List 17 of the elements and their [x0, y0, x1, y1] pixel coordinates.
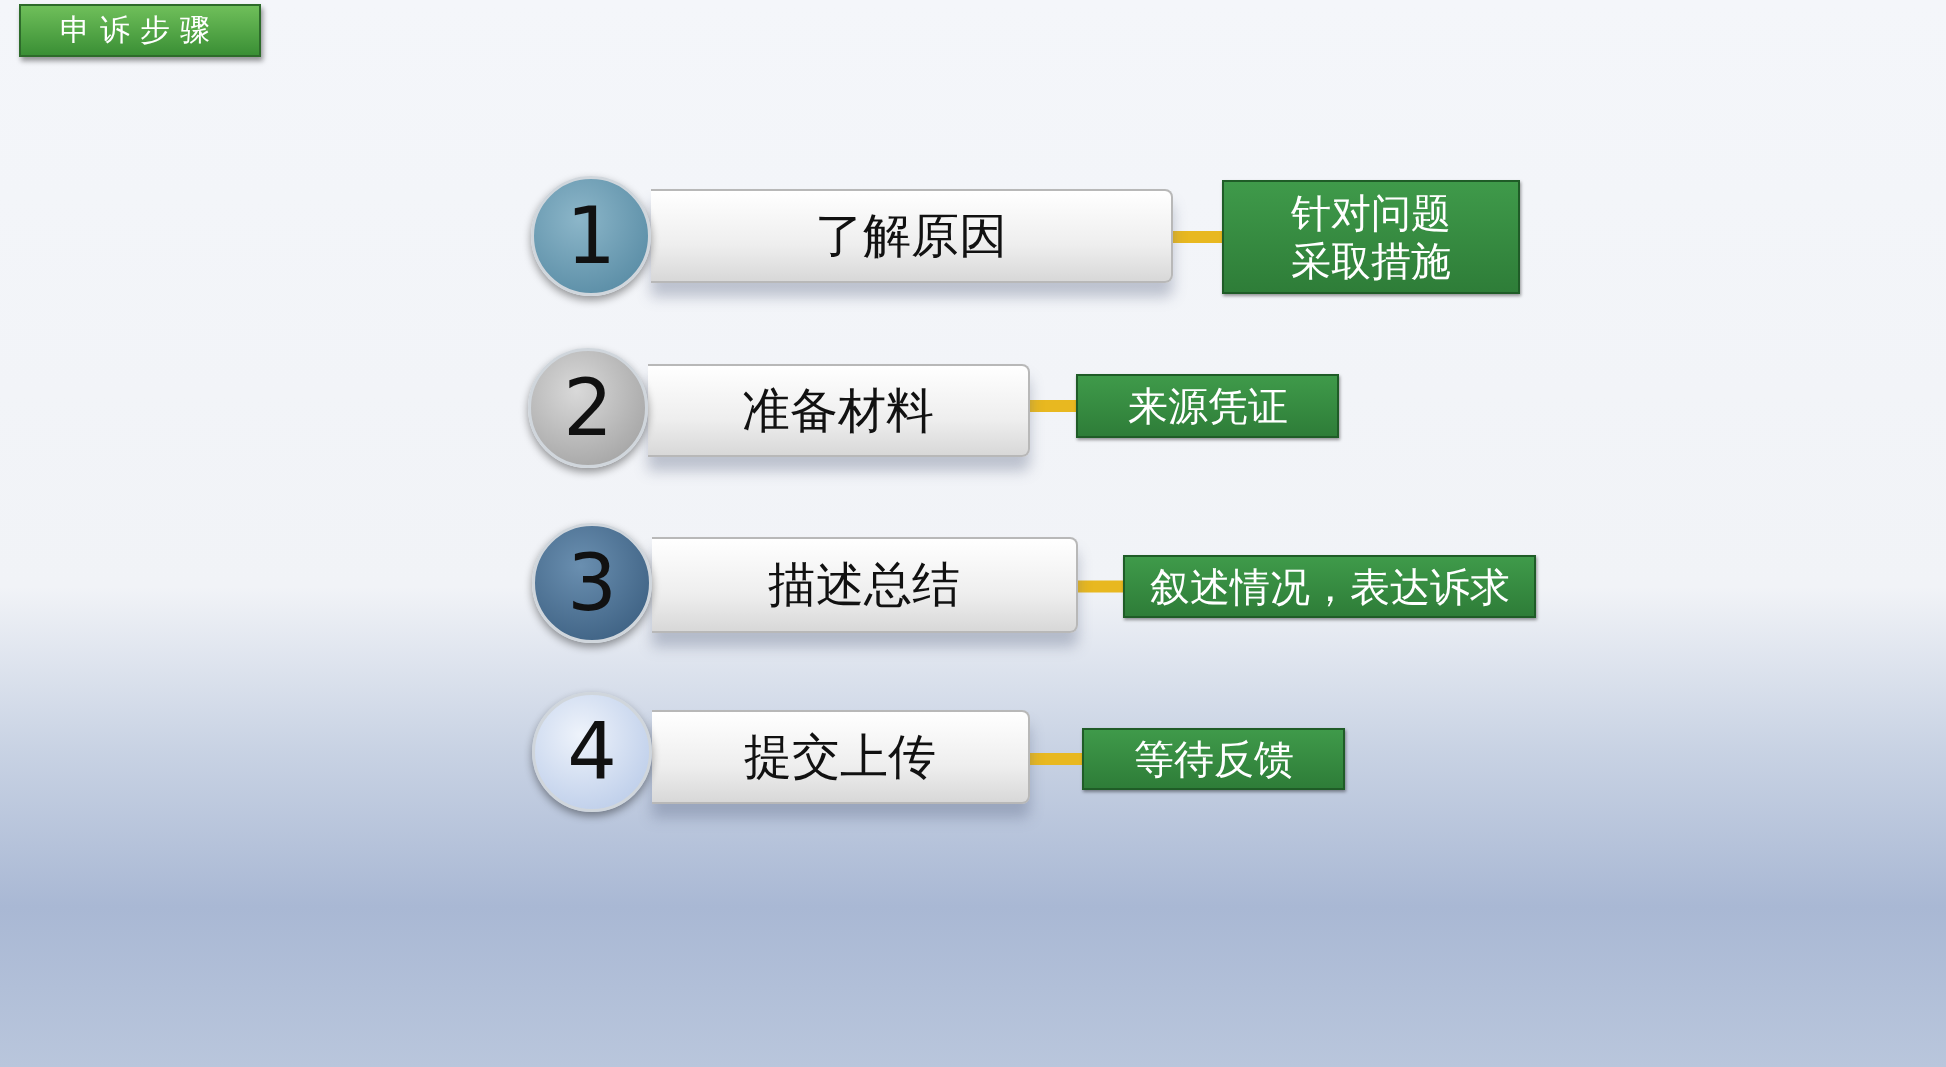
- connector-line: [1078, 580, 1123, 593]
- title-tag: 申诉步骤: [19, 4, 261, 57]
- step-bar: 了解原因: [651, 189, 1173, 283]
- result-box: 等待反馈: [1082, 728, 1345, 790]
- number-circle: 1: [531, 176, 651, 296]
- connector-line: [1030, 400, 1076, 412]
- connector-line: [1173, 231, 1222, 243]
- number-circle: 4: [532, 692, 652, 812]
- result-box: 针对问题采取措施: [1222, 180, 1520, 294]
- step-bar: 提交上传: [652, 710, 1030, 804]
- result-box: 来源凭证: [1076, 374, 1339, 438]
- connector-line: [1030, 753, 1082, 765]
- number-circle: 2: [528, 348, 648, 468]
- result-box: 叙述情况，表达诉求: [1123, 555, 1536, 618]
- step-bar: 描述总结: [652, 537, 1078, 633]
- step-bar: 准备材料: [648, 364, 1030, 457]
- number-circle: 3: [532, 523, 652, 643]
